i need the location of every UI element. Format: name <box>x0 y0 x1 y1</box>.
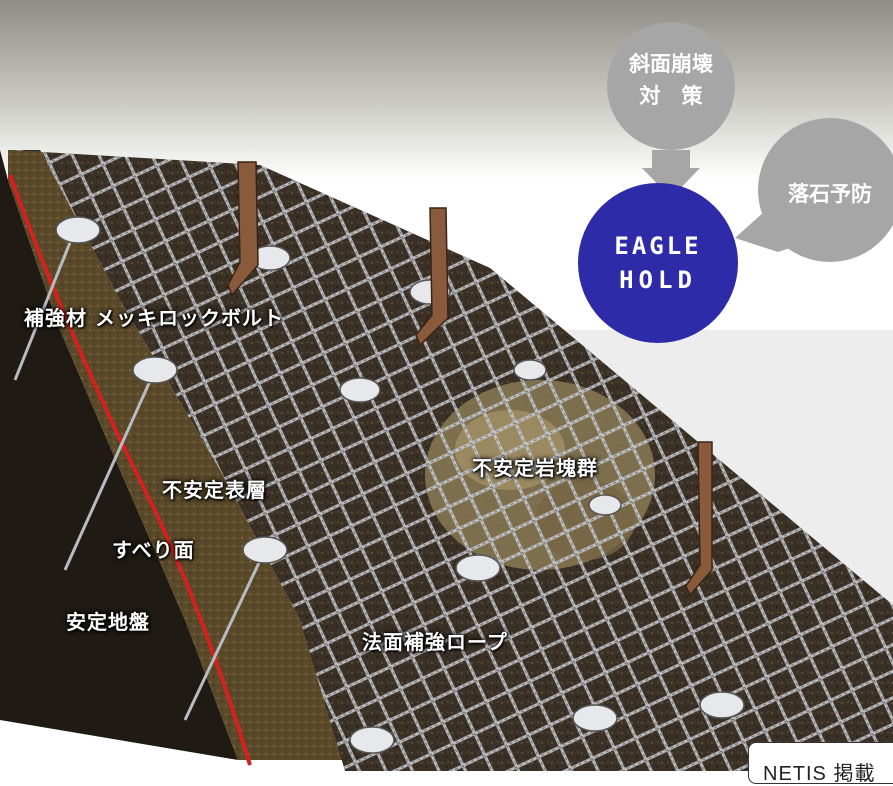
stable-ground-label: 安定地盤 <box>66 610 150 634</box>
rock-bolt-label: 補強材 メッキロックボルト <box>24 306 284 330</box>
tree-trunks <box>227 161 713 597</box>
stable-ground-section <box>0 150 238 760</box>
netis-badge-text: NETIS 掲載 <box>763 763 876 785</box>
slip-surface-line <box>8 174 252 766</box>
slope-collapse-label: 斜面崩壊 対 策 <box>629 52 713 108</box>
unstable-surface-layer <box>8 150 345 760</box>
reinforcement-rope-label: 法面補強ロープ <box>362 630 508 654</box>
eaglehold-brand-line2: HOLD <box>619 266 697 294</box>
rockfall-bubble-arrow <box>735 210 790 252</box>
eaglehold-brand-line1: EAGLE <box>614 232 702 260</box>
unstable-surface-label: 不安定表層 <box>162 478 267 502</box>
eaglehold-brand-circle <box>578 183 738 343</box>
rockfall-label: 落石予防 <box>788 182 872 206</box>
hillside-photo-backdrop <box>0 0 893 180</box>
slope-collapse-bubble <box>607 22 735 150</box>
slip-surface-label: すべり面 <box>112 538 195 562</box>
reinforcement-mesh <box>10 150 893 771</box>
netis-badge: NETIS 掲載 <box>748 742 893 785</box>
rock-bolts <box>13 229 267 721</box>
unstable-rocks-label: 不安定岩塊群 <box>472 456 598 480</box>
slope-bubble-arrow <box>642 150 700 198</box>
rockfall-bubble <box>758 118 893 262</box>
